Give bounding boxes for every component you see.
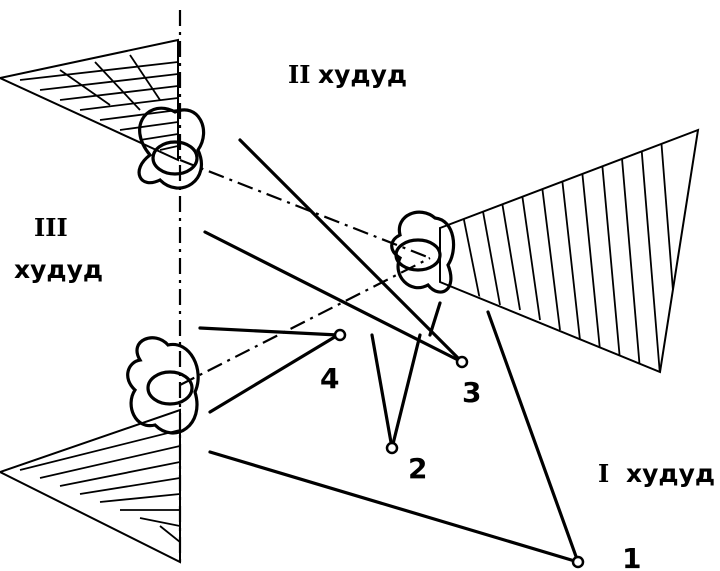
point-1-marker — [571, 555, 585, 569]
lower-diagonal-axis — [179, 257, 431, 386]
axis-lines — [178, 10, 431, 565]
hatched-sector-top-left — [0, 38, 179, 162]
zone-3-word: худуд — [14, 255, 103, 284]
zone-2-roman: II — [288, 60, 310, 89]
polar-pattern-bottom — [126, 336, 200, 435]
point-2-label: 2 — [408, 452, 427, 485]
hatched-sector-bottom-left — [0, 408, 181, 564]
point-2-marker — [385, 441, 399, 455]
point-markers — [333, 328, 585, 569]
point-4-marker — [333, 328, 347, 342]
polar-pattern-top — [137, 106, 205, 190]
zone-1-label: I худуд — [598, 459, 715, 488]
upper-diagonal-axis — [179, 158, 431, 260]
zone-1-word: худуд — [626, 459, 715, 488]
polar-pattern-right — [390, 210, 456, 294]
zone-3-label: III худуд — [14, 213, 103, 284]
zone-2-label: II худуд — [288, 60, 407, 89]
point-3-marker — [455, 355, 469, 369]
point-4-label: 4 — [320, 362, 339, 395]
zone-1-roman: I — [598, 459, 609, 488]
zone-2-word: худуд — [318, 60, 407, 89]
point-1-label: 1 — [622, 542, 641, 571]
point-3-label: 3 — [462, 376, 481, 409]
zone-3-roman: III — [34, 213, 68, 242]
connection-lines — [198, 138, 580, 564]
hatched-sector-right — [439, 128, 700, 374]
